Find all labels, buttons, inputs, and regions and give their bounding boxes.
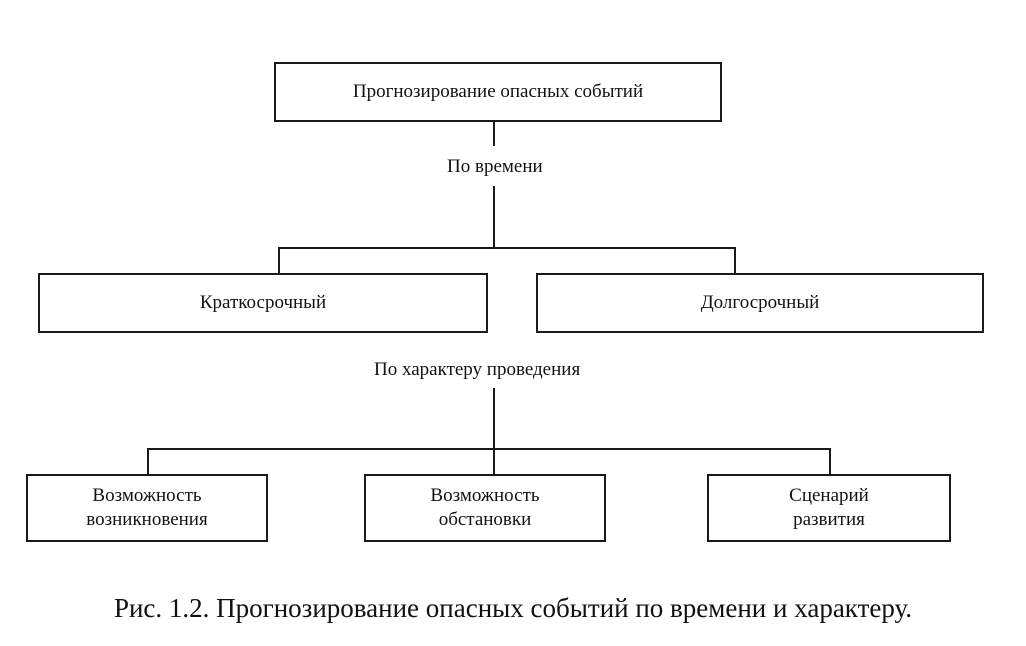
connector-level2-stem	[493, 388, 495, 449]
node-situation-line1: Возможность	[430, 485, 540, 507]
level1-criterion-label: По времени	[447, 156, 543, 177]
connector-root-down	[493, 122, 495, 146]
figure-caption: Рис. 1.2. Прогнозирование опасных событи…	[113, 593, 913, 623]
root-node-label: Прогнозирование опасных событий	[352, 81, 644, 103]
node-long-term: Долгосрочный	[536, 273, 984, 333]
node-short-term-label: Краткосрочный	[199, 292, 327, 314]
level2-criterion-label: По характеру проведения	[374, 359, 581, 380]
connector-level2-left-drop	[147, 448, 149, 474]
connector-level2-right-drop	[829, 448, 831, 474]
connector-level1-stem	[493, 186, 495, 248]
node-situation-line2: обстановки	[438, 509, 532, 530]
node-scenario-line1: Сценарий	[789, 485, 869, 507]
root-node: Прогнозирование опасных событий	[274, 62, 722, 122]
connector-level2-center-drop	[493, 448, 495, 474]
node-short-term: Краткосрочный	[38, 273, 488, 333]
connector-level1-right-drop	[734, 247, 736, 273]
connector-level1-left-drop	[278, 247, 280, 273]
node-situation-possibility: Возможность обстановки	[364, 474, 606, 542]
node-development-scenario: Сценарий развития	[707, 474, 951, 542]
node-occurrence-line1: Возможность	[92, 485, 202, 507]
node-occurrence-line2: возникновения	[86, 509, 208, 530]
connector-level1-branch	[278, 247, 736, 249]
node-occurrence-possibility: Возможность возникновения	[26, 474, 268, 542]
node-scenario-line2: развития	[793, 509, 865, 530]
connector-level2-branch	[147, 448, 831, 450]
node-long-term-label: Долгосрочный	[700, 292, 820, 314]
